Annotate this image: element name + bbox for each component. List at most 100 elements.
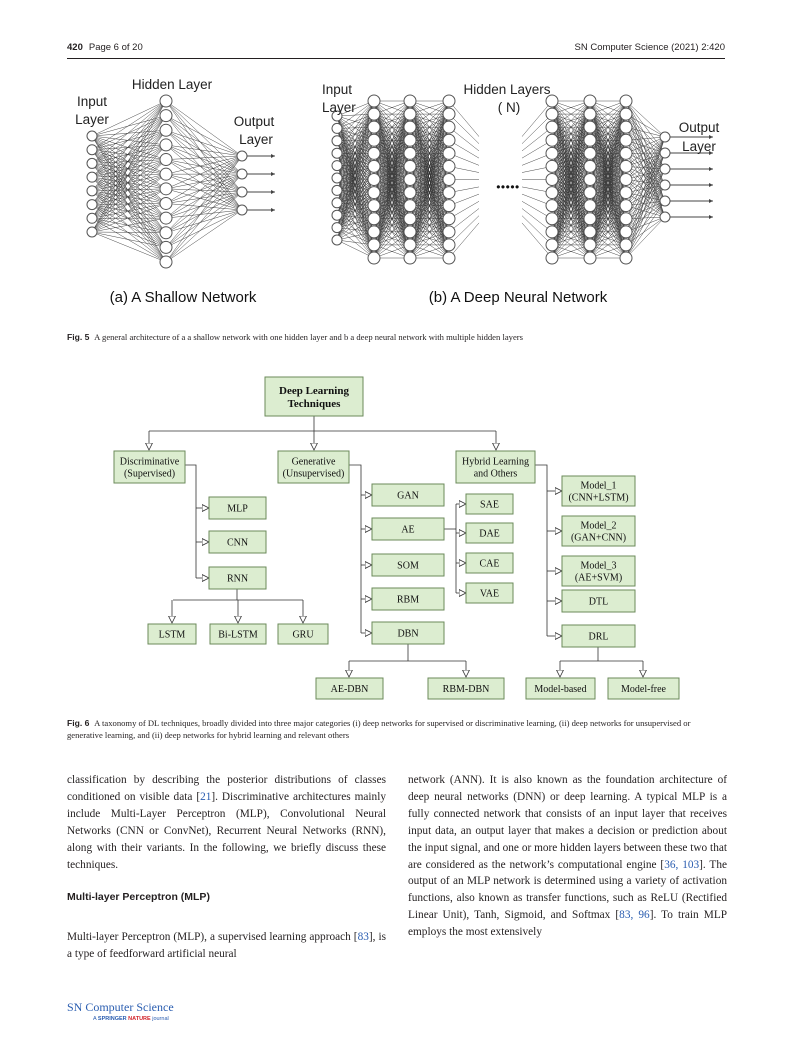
hybrid-item-model-1: Model_1(CNN+LSTM) xyxy=(561,475,636,507)
taxonomy-boxes: Deep LearningTechniquesDiscriminative(Su… xyxy=(113,376,680,700)
ae-variant-sae: SAE xyxy=(465,493,514,515)
subcaption-b: (b) A Deep Neural Network xyxy=(429,289,608,306)
hidden-neuron xyxy=(403,225,417,239)
hidden-neuron xyxy=(442,107,456,121)
category-generative-label: (Unsupervised) xyxy=(283,468,345,479)
hidden-neuron xyxy=(367,212,381,226)
input-neuron xyxy=(86,157,98,169)
output-arrows xyxy=(247,135,713,219)
hybrid-item-dtl: DTL xyxy=(561,589,636,613)
hidden-neuron xyxy=(403,173,417,186)
generative-item-rbm-box xyxy=(371,587,445,611)
hidden-neuron xyxy=(545,94,559,108)
input-neuron xyxy=(86,185,98,197)
hybrid-item-model-2-box xyxy=(561,515,636,547)
arrowhead-icon xyxy=(271,172,275,176)
category-discriminative: Discriminative(Supervised) xyxy=(113,450,186,484)
hidden-neuron xyxy=(619,238,633,252)
left-paragraph-1: classification by describing the posteri… xyxy=(67,774,386,871)
hidden-neuron xyxy=(442,225,456,239)
output-neuron xyxy=(236,186,248,198)
hidden-neuron xyxy=(583,133,597,147)
rnn-variant-lstm-label: LSTM xyxy=(159,630,186,641)
hidden-neuron xyxy=(619,212,633,226)
hidden-neuron xyxy=(403,199,417,213)
hidden-neuron xyxy=(159,94,173,108)
generative-item-gan-label: GAN xyxy=(397,491,419,502)
rnn-variant-gru-label: GRU xyxy=(292,630,314,641)
generative-item-rbm: RBM xyxy=(371,587,445,611)
rnn-variant-bi-lstm: Bi-LSTM xyxy=(209,623,267,645)
hidden-neuron xyxy=(442,94,456,108)
ae-variant-vae-box xyxy=(465,582,514,604)
hidden-neuron xyxy=(442,133,456,147)
hidden-neuron xyxy=(367,173,381,186)
hidden-neuron xyxy=(442,199,456,213)
hidden-neuron xyxy=(159,153,173,167)
dbn-variant-rbm-dbn-label: RBM-DBN xyxy=(443,684,490,695)
hidden-neuron xyxy=(583,146,597,160)
hidden-neuron xyxy=(159,211,173,225)
hybrid-item-model-1-label: Model_1 xyxy=(580,481,616,492)
hidden-neuron xyxy=(367,238,381,252)
rnn-variant-lstm-box xyxy=(147,623,197,645)
drl-variant-model-free-box xyxy=(607,677,680,700)
root-deep-learning-techniques-label: Techniques xyxy=(288,398,342,410)
hidden-neuron xyxy=(159,167,173,181)
hidden-neuron xyxy=(403,238,417,252)
hidden-neuron xyxy=(442,238,456,252)
hidden-neuron xyxy=(583,225,597,239)
input-neuron xyxy=(331,160,343,172)
drl-variant-model-free-label: Model-free xyxy=(621,684,667,695)
input-neuron xyxy=(331,197,343,209)
root-deep-learning-techniques-label: Deep Learning xyxy=(279,385,349,397)
discriminative-item-mlp: MLP xyxy=(208,496,267,520)
hidden-neuron xyxy=(403,94,417,108)
hybrid-item-model-3-box xyxy=(561,555,636,587)
input-neuron xyxy=(331,209,343,221)
hybrid-item-model-2-label: (GAN+CNN) xyxy=(571,532,626,543)
shallow-output-label-1: Output xyxy=(234,114,275,129)
arrowhead-icon xyxy=(709,135,713,139)
footer-journal-name: SN Computer Science xyxy=(67,1000,174,1014)
hidden-neuron xyxy=(545,133,559,147)
hidden-neuron xyxy=(545,225,559,239)
category-hybrid-label: and Others xyxy=(474,468,518,479)
deep-output-label-2: Layer xyxy=(682,139,716,154)
hidden-neuron xyxy=(619,133,633,147)
figure-5: Input Layer Hidden Layer Output Layer In… xyxy=(75,77,719,306)
shallow-output-label-2: Layer xyxy=(239,132,273,147)
hidden-neuron xyxy=(442,173,456,186)
dbn-variant-ae-dbn: AE-DBN xyxy=(315,677,384,700)
hidden-neuron xyxy=(442,120,456,134)
input-neuron xyxy=(331,147,343,159)
discriminative-item-rnn: RNN xyxy=(208,566,267,590)
output-neuron xyxy=(659,211,671,223)
input-neuron xyxy=(331,234,343,246)
input-neuron xyxy=(86,212,98,224)
hidden-neuron xyxy=(619,107,633,121)
generative-item-som-label: SOM xyxy=(397,561,419,572)
hidden-neuron xyxy=(403,146,417,160)
hidden-neuron xyxy=(403,120,417,134)
output-neuron xyxy=(236,150,248,162)
figure-6-caption: Fig. 6 A taxonomy of DL techniques, broa… xyxy=(67,718,727,741)
hybrid-item-dtl-box xyxy=(561,589,636,613)
figure-5-caption: Fig. 5 A general architecture of a a sha… xyxy=(67,332,727,344)
hidden-neuron xyxy=(367,107,381,121)
hidden-neuron xyxy=(159,123,173,137)
hidden-neuron xyxy=(545,238,559,252)
hybrid-item-drl: DRL xyxy=(561,624,636,648)
generative-item-rbm-label: RBM xyxy=(397,595,419,606)
springer-nature-logo: A SPRINGER NATURE journal xyxy=(93,1016,169,1022)
hidden-neuron xyxy=(159,182,173,196)
hidden-neuron xyxy=(619,159,633,173)
ae-variant-sae-label: SAE xyxy=(480,500,499,511)
discriminative-item-mlp-box xyxy=(208,496,267,520)
input-neuron xyxy=(331,172,343,184)
hidden-neuron xyxy=(367,251,381,265)
left-paragraph-2: Multi-layer Perceptron (MLP), a supervis… xyxy=(67,931,386,961)
hidden-neuron xyxy=(545,212,559,226)
hybrid-item-model-1-label: (CNN+LSTM) xyxy=(568,492,628,503)
